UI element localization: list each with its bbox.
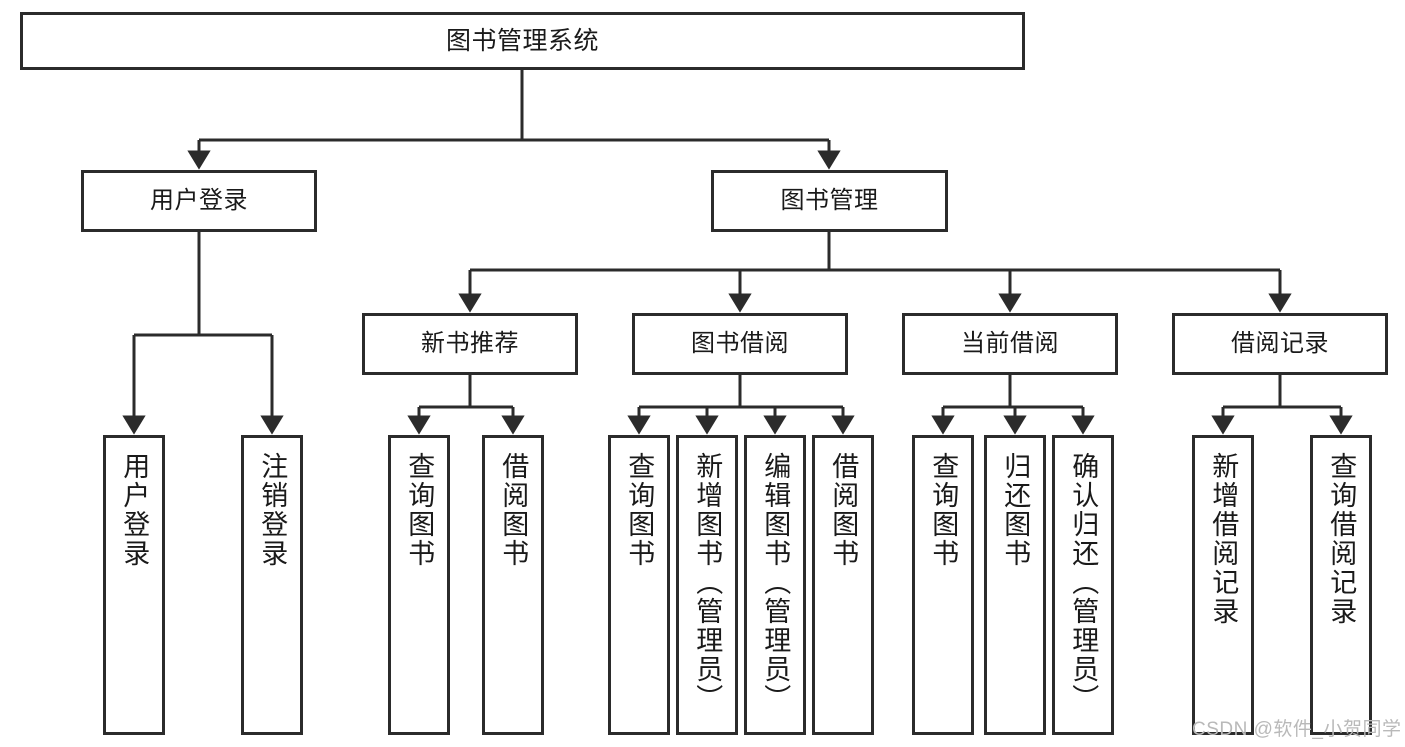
node-current-borrow[interactable]: 当前借阅 (902, 313, 1118, 375)
leaf-leaf-user-logout[interactable]: 注销登录 (241, 435, 303, 735)
leaf-leaf-borrow-book[interactable]: 借阅图书 (812, 435, 874, 735)
leaf-leaf-add-book-admin-label: 新增图书（管理员） (692, 452, 723, 713)
node-user-login-label: 用户登录 (150, 187, 248, 215)
leaf-leaf-query-borrow-record-label: 查询借阅记录 (1326, 452, 1357, 626)
csdn-watermark: CSDN @软件_小贺同学 (1192, 719, 1402, 740)
leaf-leaf-borrow-book-rec-label: 借阅图书 (498, 452, 529, 568)
node-book-manage[interactable]: 图书管理 (711, 170, 948, 232)
leaf-leaf-confirm-return-admin[interactable]: 确认归还（管理员） (1052, 435, 1114, 735)
leaf-leaf-user-login[interactable]: 用户登录 (103, 435, 165, 735)
leaf-leaf-borrow-book-label: 借阅图书 (828, 452, 859, 568)
leaf-leaf-confirm-return-admin-label: 确认归还（管理员） (1068, 452, 1099, 713)
node-borrow-record-label: 借阅记录 (1231, 330, 1329, 358)
leaf-leaf-add-borrow-record-label: 新增借阅记录 (1208, 452, 1239, 626)
leaf-leaf-return-book[interactable]: 归还图书 (984, 435, 1046, 735)
leaf-leaf-edit-book-admin-label: 编辑图书（管理员） (760, 452, 791, 713)
leaf-leaf-return-book-label: 归还图书 (1000, 452, 1031, 568)
leaf-leaf-add-borrow-record[interactable]: 新增借阅记录 (1192, 435, 1254, 735)
node-root[interactable]: 图书管理系统 (20, 12, 1025, 70)
node-new-book-rec-label: 新书推荐 (421, 330, 519, 358)
leaf-leaf-user-login-label: 用户登录 (119, 452, 150, 568)
leaf-leaf-add-book-admin[interactable]: 新增图书（管理员） (676, 435, 738, 735)
leaf-leaf-user-logout-label: 注销登录 (257, 452, 288, 568)
leaf-leaf-query-book-cur-label: 查询图书 (928, 452, 959, 568)
leaf-leaf-query-book-rec[interactable]: 查询图书 (388, 435, 450, 735)
leaf-leaf-query-borrow-record[interactable]: 查询借阅记录 (1310, 435, 1372, 735)
leaf-leaf-query-book-rec-label: 查询图书 (404, 452, 435, 568)
leaf-leaf-query-book-borrow-label: 查询图书 (624, 452, 655, 568)
node-book-borrow[interactable]: 图书借阅 (632, 313, 848, 375)
leaf-leaf-borrow-book-rec[interactable]: 借阅图书 (482, 435, 544, 735)
node-root-label: 图书管理系统 (445, 26, 599, 55)
leaf-leaf-query-book-borrow[interactable]: 查询图书 (608, 435, 670, 735)
node-book-borrow-label: 图书借阅 (691, 330, 789, 358)
node-book-manage-label: 图书管理 (780, 187, 879, 215)
node-current-borrow-label: 当前借阅 (961, 330, 1059, 358)
node-borrow-record[interactable]: 借阅记录 (1172, 313, 1388, 375)
leaf-leaf-edit-book-admin[interactable]: 编辑图书（管理员） (744, 435, 806, 735)
node-user-login[interactable]: 用户登录 (81, 170, 317, 232)
node-new-book-rec[interactable]: 新书推荐 (362, 313, 578, 375)
leaf-leaf-query-book-cur[interactable]: 查询图书 (912, 435, 974, 735)
